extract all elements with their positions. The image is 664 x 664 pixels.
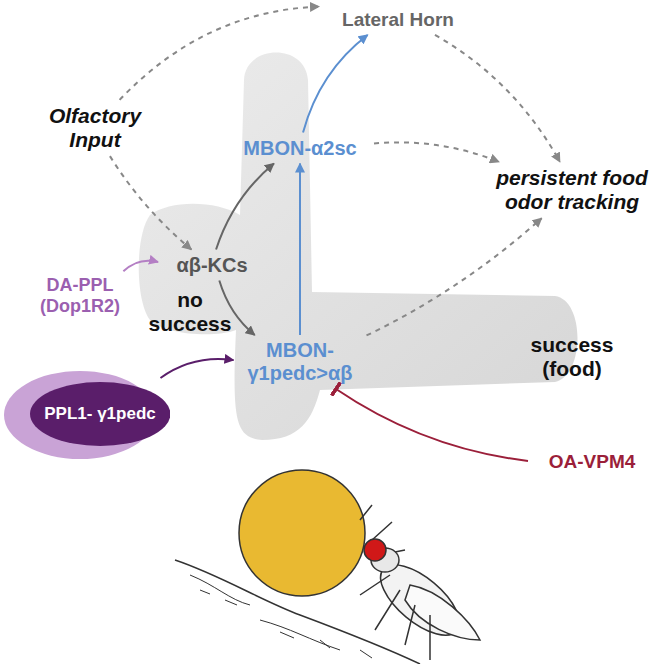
connector	[336, 389, 528, 461]
neuron-label: αβ-KCs	[162, 254, 262, 277]
state-label: success (food)	[507, 333, 637, 381]
connector	[367, 218, 542, 335]
neuron-ellipse: PPL1- γ1pedc	[30, 382, 170, 446]
behavior-label: persistent food odor tracking	[485, 166, 660, 214]
connector	[374, 142, 499, 161]
connector	[299, 164, 301, 336]
node-text: αβ-KCs	[162, 254, 262, 277]
state-label: no success	[135, 288, 245, 336]
node-text: persistent food odor tracking	[485, 166, 660, 214]
fly-illustration	[175, 470, 480, 664]
neuron-label: OA-VPM4	[532, 451, 652, 473]
neuron-label: MBON-α2sc	[230, 137, 370, 160]
connector	[123, 261, 158, 272]
mushroom-body	[139, 53, 578, 440]
node-text: DA-PPL (Dop1R2)	[25, 275, 135, 316]
region-label: Lateral Horn	[323, 9, 473, 31]
neuron-label: DA-PPL (Dop1R2)	[25, 275, 135, 316]
node-text: MBON- γ1pedc>αβ	[238, 339, 363, 385]
input-label: Olfactory Input	[35, 104, 155, 152]
connector	[160, 359, 233, 378]
neuron-label: MBON- γ1pedc>αβ	[238, 339, 363, 385]
node-text: Lateral Horn	[323, 9, 473, 31]
node-text: MBON-α2sc	[230, 137, 370, 160]
connector	[216, 164, 274, 250]
connector	[110, 156, 191, 249]
node-text: Olfactory Input	[35, 104, 155, 152]
connector	[303, 35, 368, 133]
connector	[120, 7, 319, 100]
connector	[435, 35, 560, 162]
node-text: PPL1- γ1pedc	[30, 404, 170, 424]
node-text: OA-VPM4	[532, 451, 652, 473]
